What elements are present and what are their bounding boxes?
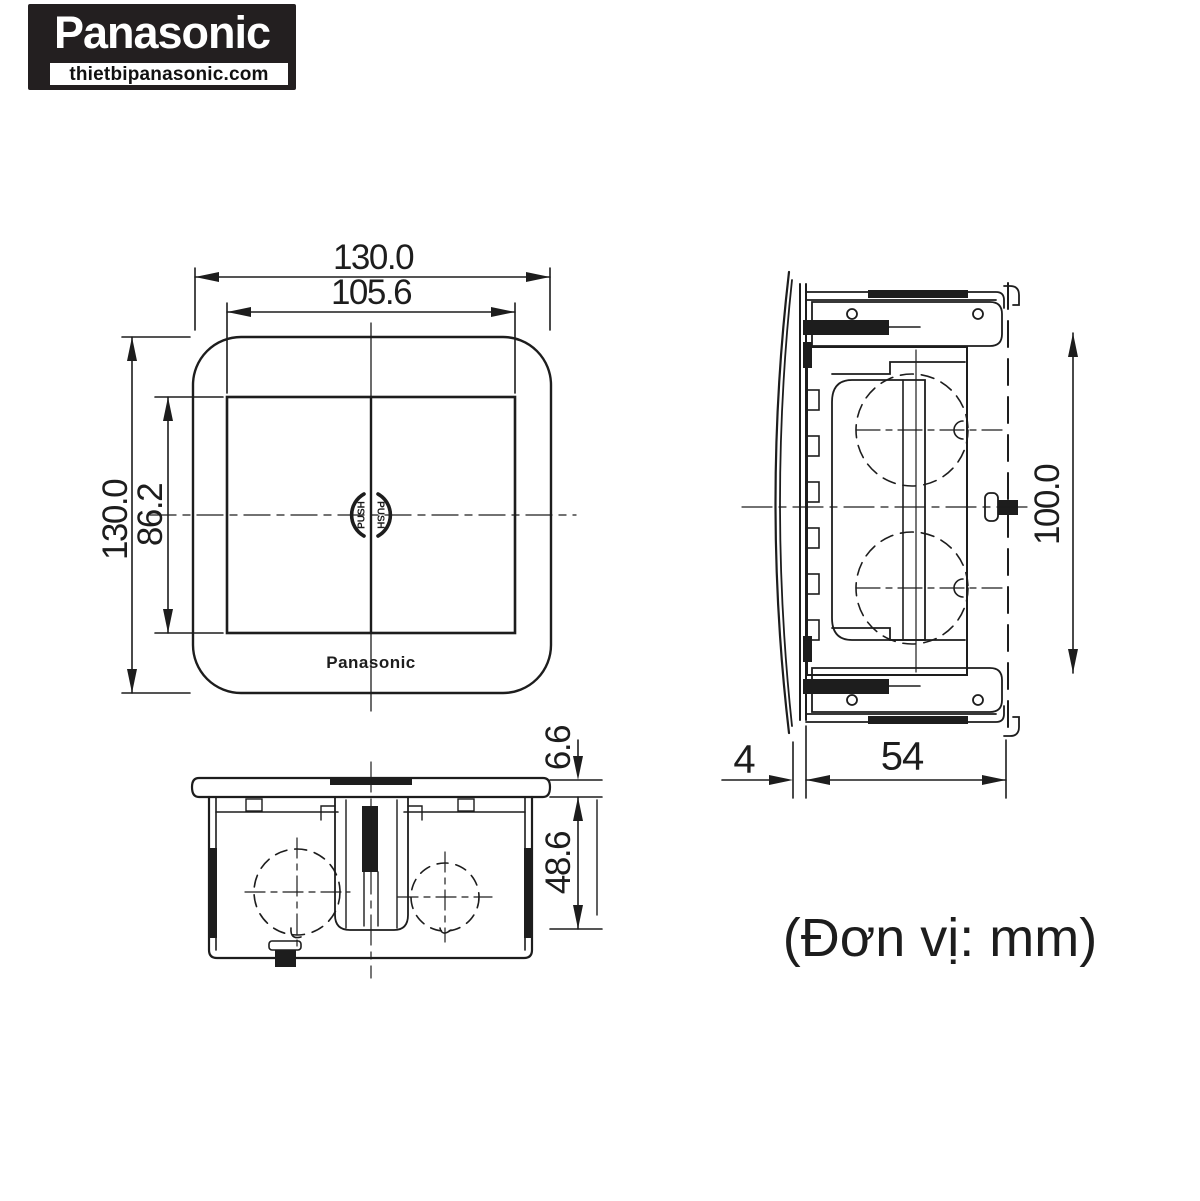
front-view-drawing: [121, 267, 577, 712]
bottom-dim-body-depth: 48.6: [539, 831, 578, 895]
panasonic-logo: Panasonic thietbipanasonic.com: [28, 4, 296, 90]
bottom-view-drawing: [190, 739, 603, 979]
side-dim-body-depth: 54: [880, 734, 924, 779]
front-dim-door-height: 86.2: [131, 483, 170, 547]
plate-brand-label: Panasonic: [326, 653, 416, 672]
logo-website-strip: thietbipanasonic.com: [50, 63, 288, 85]
front-dim-overall-width: 130.0: [332, 238, 415, 277]
front-dim-overall-height: 130.0: [96, 479, 135, 561]
unit-note: (Đơn vị: mm): [782, 908, 1098, 968]
side-dim-overall-height: 100.0: [1028, 464, 1067, 546]
side-dim-cover-gap: 4: [733, 737, 755, 782]
bottom-dim-plate-thickness: 6.6: [539, 725, 578, 771]
front-dim-door-width: 105.6: [330, 273, 413, 312]
push-label-left: PUSH: [356, 501, 368, 529]
panasonic-logo-text: Panasonic: [53, 7, 271, 58]
side-view-drawing: [721, 270, 1078, 799]
push-button-icon: [349, 492, 366, 538]
logo-website-text: thietbipanasonic.com: [69, 63, 269, 85]
push-label-right: PUSH: [374, 501, 386, 529]
